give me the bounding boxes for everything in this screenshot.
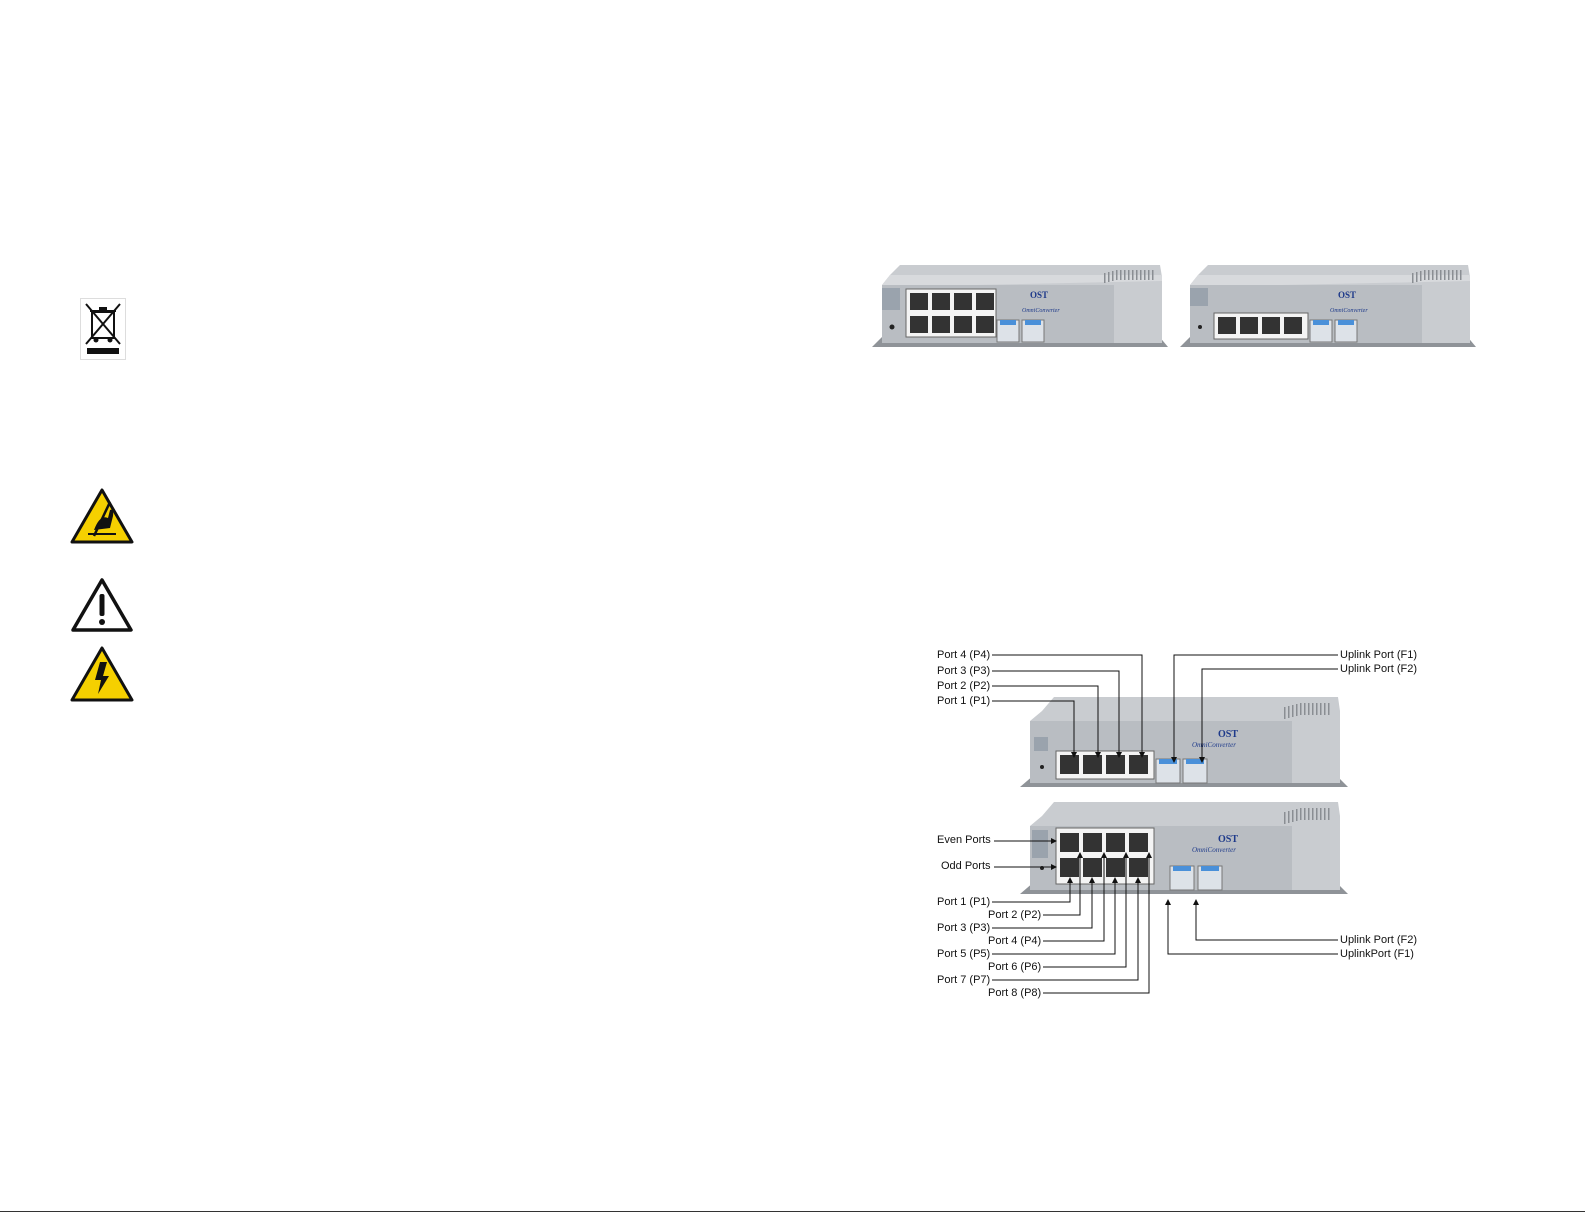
weee-crossed-bin-icon — [80, 298, 126, 360]
svg-text:OmniConverter: OmniConverter — [1022, 308, 1060, 314]
label-top-port2: Port 2 (P2) — [937, 680, 991, 692]
svg-text:OmniConverter: OmniConverter — [1192, 741, 1236, 749]
label-top-port3: Port 3 (P3) — [937, 665, 991, 677]
label-bottom-port7: Port 7 (P7) — [937, 974, 991, 986]
label-bottom-uplink-f1: UplinkPort (F1) — [1340, 948, 1414, 960]
general-warning-icon — [71, 578, 133, 632]
label-bottom-port2: Port 2 (P2) — [988, 909, 1042, 921]
svg-text:OST: OST — [1030, 290, 1048, 300]
svg-text:OST: OST — [1218, 729, 1238, 740]
label-top-port4: Port 4 (P4) — [937, 649, 991, 661]
device-4port-photo: OST OmniConverter — [1180, 265, 1476, 347]
device-8port-photo: OST OmniConverter — [872, 265, 1168, 347]
svg-text:OST: OST — [1338, 290, 1356, 300]
label-top-uplink-f1: Uplink Port (F1) — [1340, 649, 1418, 661]
label-bottom-port1: Port 1 (P1) — [937, 896, 991, 908]
svg-text:OmniConverter: OmniConverter — [1330, 308, 1368, 314]
label-top-uplink-f2: Uplink Port (F2) — [1340, 663, 1418, 675]
label-bottom-uplink-f2: Uplink Port (F2) — [1340, 934, 1418, 946]
page-footer-rule — [0, 1211, 1585, 1212]
label-even-ports: Even Ports — [937, 834, 991, 846]
label-bottom-port4: Port 4 (P4) — [988, 935, 1042, 947]
label-top-port1: Port 1 (P1) — [937, 695, 991, 707]
label-bottom-port3: Port 3 (P3) — [937, 922, 991, 934]
diagram-device-8port: OST OmniConverter — [1020, 802, 1348, 894]
esd-warning-icon — [70, 488, 134, 544]
electrical-hazard-icon — [70, 646, 134, 702]
label-bottom-port8: Port 8 (P8) — [988, 987, 1042, 999]
label-bottom-port5: Port 5 (P5) — [937, 948, 991, 960]
label-bottom-port6: Port 6 (P6) — [988, 961, 1042, 973]
svg-text:OST: OST — [1218, 834, 1238, 845]
label-odd-ports: Odd Ports — [941, 860, 991, 872]
svg-text:OmniConverter: OmniConverter — [1192, 846, 1236, 854]
